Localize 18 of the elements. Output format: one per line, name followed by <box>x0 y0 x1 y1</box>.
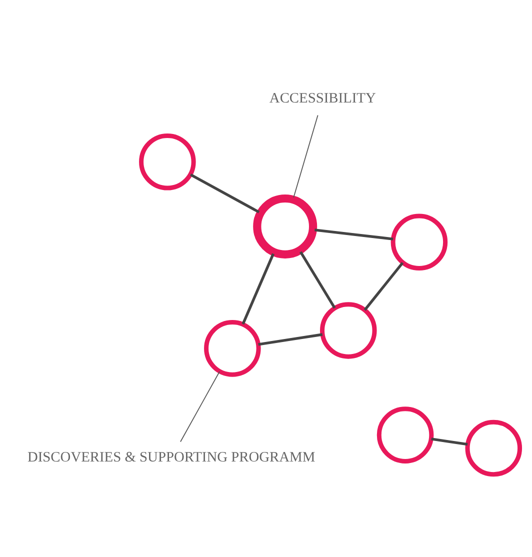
node-circle <box>139 133 196 190</box>
node-circle <box>204 320 261 377</box>
connector <box>242 253 275 325</box>
node-circle <box>390 214 448 271</box>
connector <box>190 173 260 214</box>
connector <box>180 371 220 442</box>
connector <box>293 114 318 198</box>
node-text: DISCOVERIES & SUPPORTING PROGRAMM <box>27 450 316 466</box>
connector <box>299 251 336 309</box>
node-circle <box>376 406 434 464</box>
node-circle <box>253 194 318 258</box>
connector <box>314 228 394 240</box>
node-circle <box>465 420 522 477</box>
node-text: ACCESSIBILITY <box>269 90 376 106</box>
connector <box>431 438 468 446</box>
node-circle <box>320 302 377 359</box>
connector <box>364 262 404 311</box>
connector <box>258 333 323 346</box>
